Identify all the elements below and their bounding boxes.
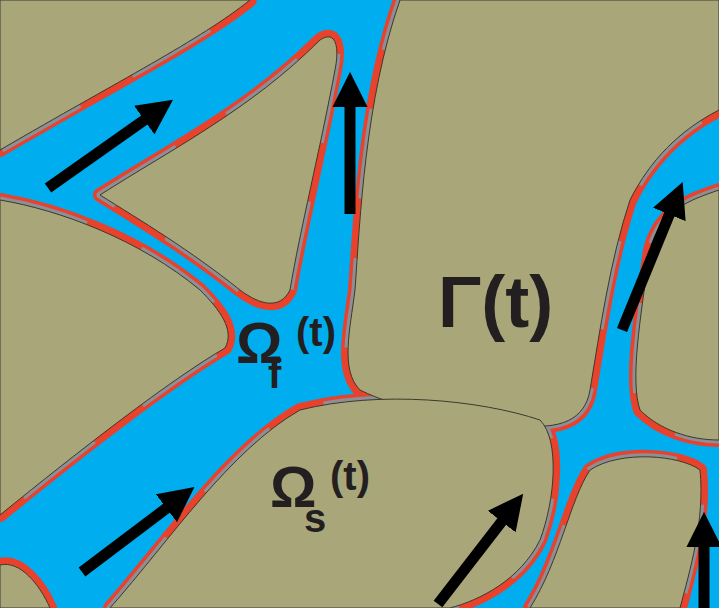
flow-arrows <box>48 100 704 608</box>
domain-label: (t) <box>330 456 370 496</box>
domain-label: Γ(t) <box>438 266 553 338</box>
domain-label: f <box>268 354 281 394</box>
domain-label: (t) <box>296 312 336 352</box>
domain-label: s <box>304 498 326 538</box>
